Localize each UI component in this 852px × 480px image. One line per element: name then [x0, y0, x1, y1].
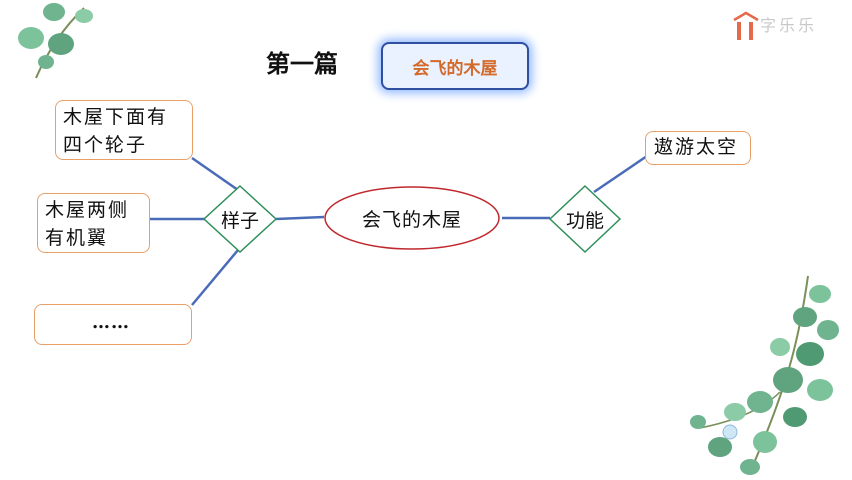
- item-line: ……: [92, 312, 130, 333]
- item-line: 木屋下面有: [63, 106, 169, 128]
- item-line: 有机翼: [45, 227, 109, 249]
- appearance-item-ellipsis: ……: [34, 304, 192, 345]
- lesson-title: 会飞的木屋: [381, 42, 529, 90]
- item-line: 遨游太空: [654, 136, 739, 158]
- connector-right-hub-to-box4: [593, 154, 648, 194]
- chapter-label: 第一篇: [266, 49, 338, 78]
- logo-icon: [733, 11, 759, 40]
- appearance-item-wheels: 木屋下面有 四个轮子: [55, 100, 193, 160]
- left-hub-label: 样子: [220, 210, 259, 232]
- leaf-decoration-top-left-icon: [18, 3, 93, 79]
- right-hub-diamond: [548, 184, 622, 254]
- right-hub-label: 功能: [565, 210, 604, 232]
- leaf-decoration-bottom-right-icon: [690, 275, 839, 475]
- center-ellipse: [324, 186, 500, 250]
- appearance-item-wings: 木屋两侧 有机翼: [37, 193, 150, 253]
- item-line: 木屋两侧: [45, 199, 130, 221]
- logo-text: 字乐乐: [760, 16, 818, 35]
- function-item-space: 遨游太空: [645, 131, 751, 165]
- connector-box1-to-left-hub: [191, 156, 239, 192]
- connector-left-hub-to-center: [275, 215, 325, 221]
- item-line: 四个轮子: [63, 134, 148, 156]
- center-topic: 会飞的木屋: [361, 208, 462, 231]
- left-hub-diamond: [202, 184, 278, 254]
- connector-box3-to-left-hub: [191, 249, 239, 306]
